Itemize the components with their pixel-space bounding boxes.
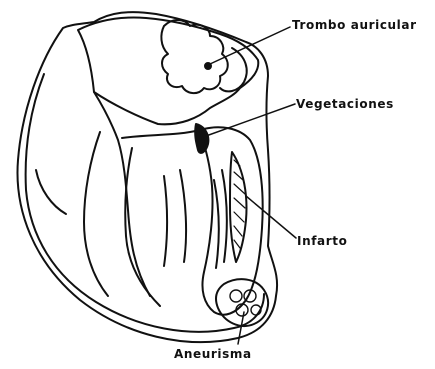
atrium-outline — [78, 18, 258, 125]
trabecula — [214, 180, 219, 268]
septum-line — [94, 92, 150, 296]
label-aneurisma: Aneurisma — [174, 347, 252, 361]
right-ventricle-curve — [84, 132, 108, 296]
leader-aneurisma — [238, 312, 244, 344]
trabecula — [180, 170, 186, 262]
label-trombo-auricular: Trombo auricular — [292, 18, 417, 32]
trabecula — [222, 170, 227, 262]
label-vegetaciones: Vegetaciones — [296, 97, 394, 111]
heart-inner-outline — [26, 74, 264, 332]
leader-infarto — [246, 196, 296, 238]
label-infarto: Infarto — [297, 234, 347, 248]
right-ventricle-curve — [36, 170, 66, 214]
valve-cusp — [122, 130, 200, 138]
leader-vegetaciones — [206, 104, 295, 136]
trabecula — [164, 176, 167, 266]
